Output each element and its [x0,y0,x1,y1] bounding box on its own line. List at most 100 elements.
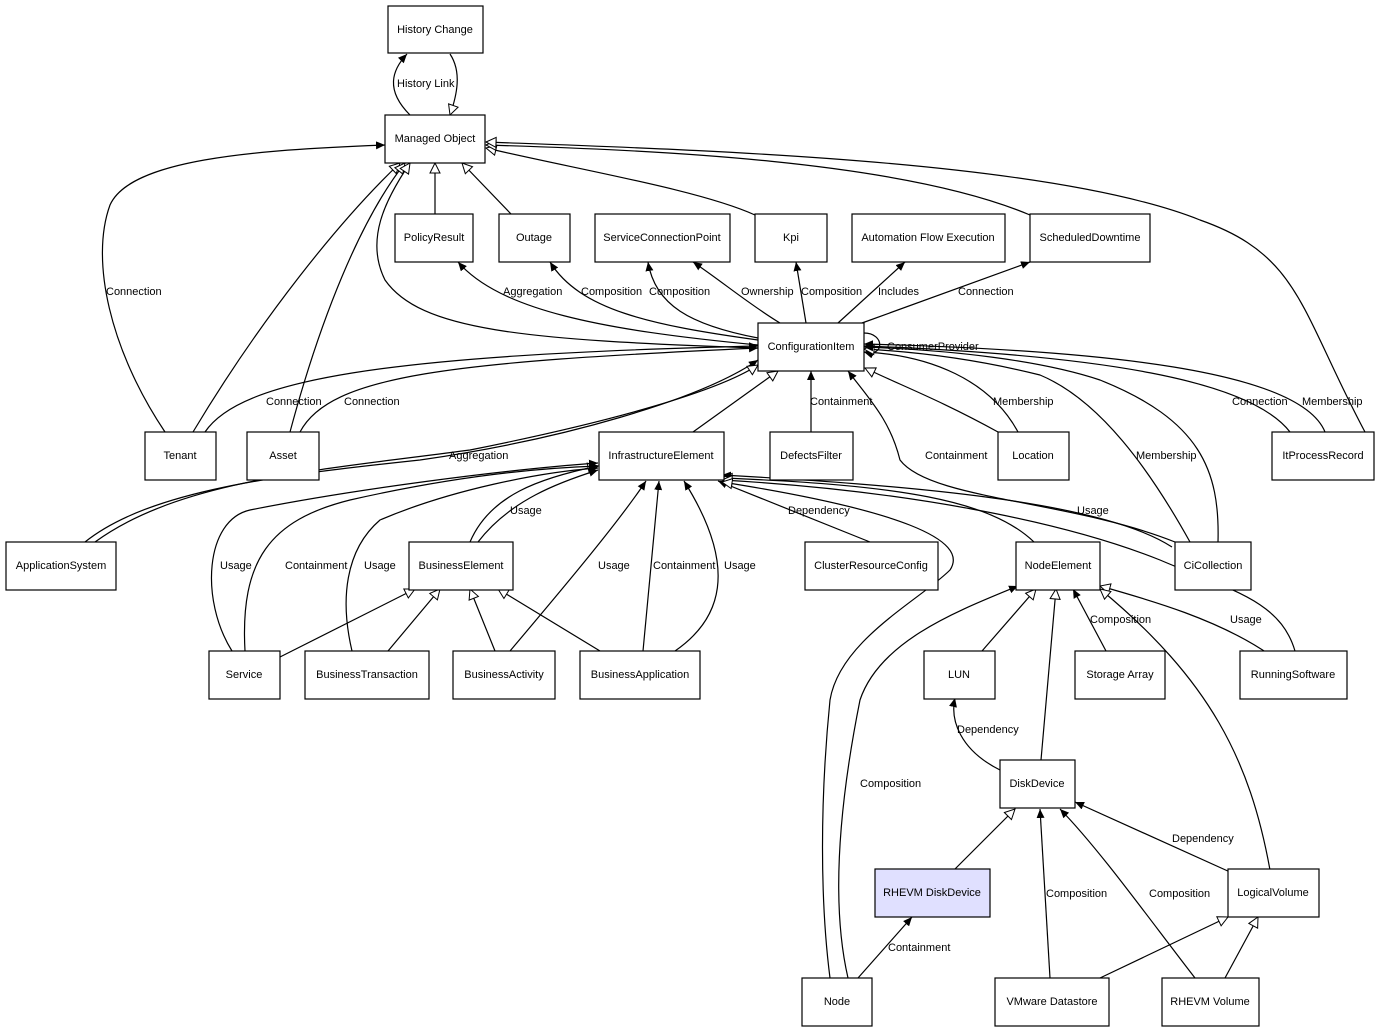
node-kpi[interactable]: Kpi [754,213,828,263]
edge-bt-ie-usage [345,464,599,652]
node-business-element[interactable]: BusinessElement [408,541,514,591]
svg-text:LogicalVolume: LogicalVolume [1237,887,1309,899]
svg-text:VMware Datastore: VMware Datastore [1006,996,1097,1008]
edge-label-aggregation-appsys: Aggregation [449,450,508,462]
edge-label-dependency-lv: Dependency [1172,833,1234,845]
node-policy-result[interactable]: PolicyResult [394,213,474,263]
edge-cicol-ci-containment [847,370,1176,543]
edge-label-membership-cicol: Membership [1136,450,1197,462]
svg-text:Location: Location [1012,450,1054,462]
edge-history-inherit [450,53,457,115]
node-infrastructure-element[interactable]: InfrastructureElement [598,431,725,481]
node-lun[interactable]: LUN [923,650,996,700]
edge-cicol-ci-inherit [864,349,1191,543]
node-storage-array[interactable]: Storage Array [1074,650,1166,700]
edge-appsys-ci-inherit [94,365,758,543]
edge-label-ownership-scp: Ownership [741,286,794,298]
node-cluster-resource-config[interactable]: ClusterResourceConfig [804,541,939,591]
node-history-change[interactable]: History Change [387,5,484,54]
edge-rhevmvol-dd [1059,808,1196,979]
node-managed-object[interactable]: Managed Object [384,114,486,164]
edge-ci-scp-ownership [692,261,781,324]
svg-text:DiskDevice: DiskDevice [1009,778,1064,790]
node-location[interactable]: Location [997,431,1070,481]
edge-rhevm-dd [954,809,1015,870]
edge-ci-sd [861,261,1031,324]
svg-text:BusinessElement: BusinessElement [419,560,504,572]
edge-label-consumer-provider: ConsumerProvider [887,341,979,353]
node-ci-collection[interactable]: CiCollection [1174,541,1252,591]
node-running-software[interactable]: RunningSoftware [1239,650,1348,700]
edge-label-containment-bapp: Containment [653,560,715,572]
node-outage[interactable]: Outage [498,213,571,263]
edge-label-containment-node: Containment [888,942,950,954]
node-vmware-datastore[interactable]: VMware Datastore [994,977,1110,1027]
edge-bact-ie-usage [509,480,647,652]
edge-ne-ie-inherit [722,478,1035,543]
node-node-element[interactable]: NodeElement [1015,541,1101,591]
edge-tenant-mo-connection [101,141,386,433]
edge-node-ie-inherit [722,482,954,979]
edge-dd-lun [949,697,1001,771]
svg-text:Service: Service [226,669,263,681]
edge-ci-scp-composition [645,261,759,339]
edge-dd-ne [1040,589,1056,761]
svg-text:ItProcessRecord: ItProcessRecord [1282,450,1363,462]
edge-bapp-ie-usage [674,480,719,652]
edge-vmware-dd [1036,808,1051,979]
svg-text:RHEVM Volume: RHEVM Volume [1170,996,1249,1008]
edge-label-composition-scp: Composition [649,286,710,298]
node-business-activity[interactable]: BusinessActivity [452,650,556,700]
node-application-system[interactable]: ApplicationSystem [5,541,117,591]
edge-lv-ne [1100,589,1271,871]
edge-vmware-lv [1099,917,1228,979]
svg-text:Managed Object: Managed Object [395,133,476,145]
node-logical-volume[interactable]: LogicalVolume [1227,868,1320,918]
svg-text:PolicyResult: PolicyResult [404,232,465,244]
edge-kpi-mo [486,148,756,216]
edge-label-usage-bapp: Usage [724,560,756,572]
node-rhevm-disk-device[interactable]: RHEVM DiskDevice [874,868,991,918]
edge-label-connection-sd: Connection [958,286,1014,298]
edge-label-dependency-lun: Dependency [957,724,1019,736]
edge-location-ci-inherit [865,368,999,433]
edge-running-ne [1100,586,1271,656]
node-tenant[interactable]: Tenant [144,431,217,481]
edge-label-composition-storage: Composition [1090,614,1151,626]
edge-label-connection-tenant-ci: Connection [266,396,322,408]
node-disk-device[interactable]: DiskDevice [999,759,1076,809]
node-rhevm-volume[interactable]: RHEVM Volume [1161,977,1260,1027]
edge-label-composition-node: Composition [860,778,921,790]
edge-service-ie-usage [210,459,599,652]
edge-location-ci-membership [863,348,1019,433]
edge-label-containment-defects: Containment [810,396,872,408]
edge-ci-mo-inherit [376,163,759,349]
edge-be-ie-usage [477,468,599,543]
svg-text:History Change: History Change [397,24,473,36]
edge-label-composition-outage: Composition [581,286,642,298]
node-business-application[interactable]: BusinessApplication [579,650,701,700]
svg-text:DefectsFilter: DefectsFilter [780,450,842,462]
svg-text:InfrastructureElement: InfrastructureElement [608,450,713,462]
edge-sd-mo [486,145,1031,216]
node-scheduled-downtime[interactable]: ScheduledDowntime [1029,213,1151,263]
svg-text:NodeElement: NodeElement [1025,560,1092,572]
node-asset[interactable]: Asset [246,431,320,481]
node-configuration-item[interactable]: ConfigurationItem [757,322,865,372]
svg-text:BusinessTransaction: BusinessTransaction [316,669,418,681]
svg-text:Tenant: Tenant [163,450,196,462]
edge-bapp-ie-containment [642,480,663,652]
node-business-transaction[interactable]: BusinessTransaction [304,650,430,700]
svg-text:CiCollection: CiCollection [1184,560,1243,572]
node-service[interactable]: Service [208,650,281,700]
node-service-connection-point[interactable]: ServiceConnectionPoint [594,213,731,263]
node-node[interactable]: Node [801,977,873,1027]
edge-label-dependency-crc: Dependency [788,505,850,517]
edge-rhevmvol-lv [1224,917,1258,979]
node-it-process-record[interactable]: ItProcessRecord [1271,431,1375,481]
edge-ci-kpi [793,261,807,324]
svg-text:Node: Node [824,996,850,1008]
node-automation-flow-execution[interactable]: Automation Flow Execution [851,213,1006,263]
node-defects-filter[interactable]: DefectsFilter [769,431,854,481]
edge-running-ie-inherit [722,480,1296,652]
